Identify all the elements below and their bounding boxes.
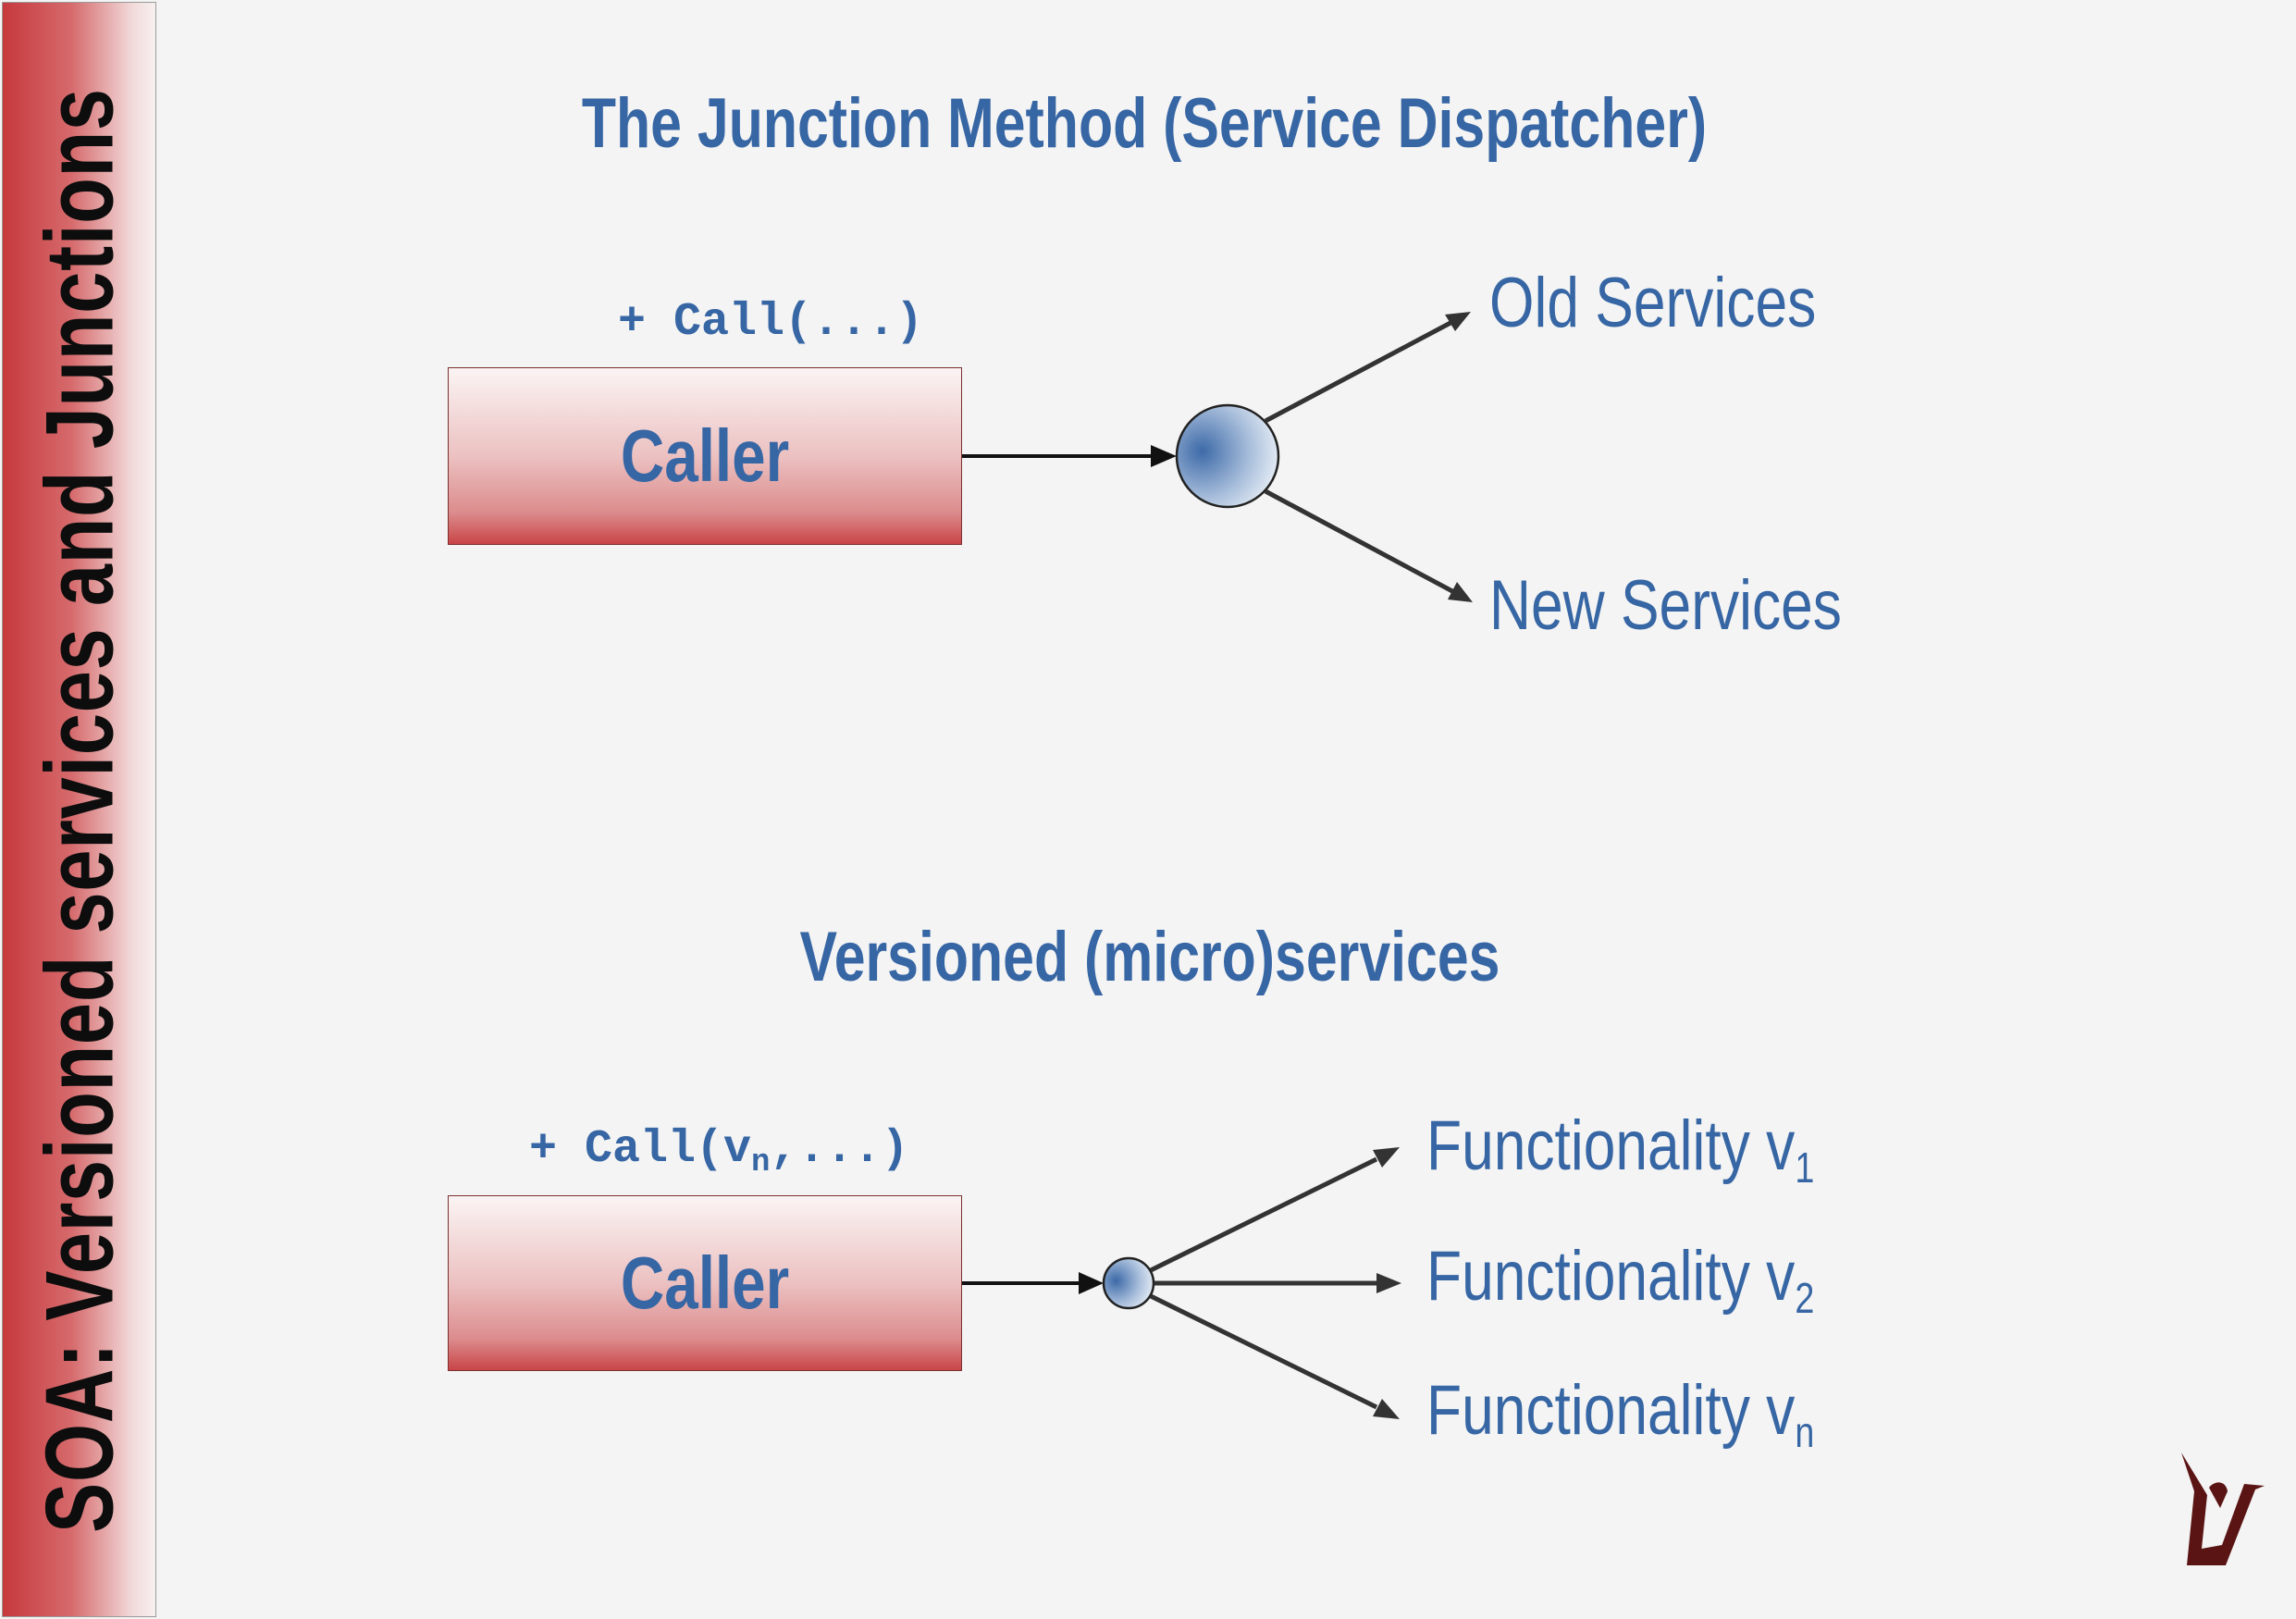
junction-to-old-line [1264,320,1452,424]
junction-caller-label: Caller [620,414,790,497]
versioned-caller-box: Caller [448,1195,962,1371]
junction-caller-box: Caller [448,367,962,545]
sidebar: SOA: Versioned services and Junctions [2,2,156,1617]
target-functionality-vn-sub: n [1795,1408,1815,1456]
junction-to-new-arrowhead [1448,582,1473,602]
junction-to-old-arrowhead [1445,312,1471,331]
brand-logo-icon [2181,1452,2265,1565]
junction-section-heading: The Junction Method (Service Dispatcher) [581,84,1708,163]
junction-method-signature: + Call(...) [618,296,924,349]
version-node-to-v1-arrowhead [1373,1147,1400,1168]
caller-to-junction-arrowhead [1151,445,1177,467]
target-new-services: New Services [1489,566,1842,645]
version-node [1102,1256,1155,1310]
target-functionality-vn: Functionality vn [1426,1370,1814,1457]
target-functionality-v1: Functionality v1 [1426,1106,1814,1193]
target-functionality-vn-text: Functionality v [1426,1371,1796,1450]
version-node-to-vn-arrowhead [1373,1399,1400,1419]
version-node-to-vn-line [1149,1293,1378,1410]
caller-to-version-node-arrowhead [1079,1272,1104,1294]
version-node-to-v1-line [1149,1156,1378,1273]
version-node-to-v2-arrowhead [1376,1273,1401,1293]
versioned-caller-label: Caller [620,1242,790,1324]
versioned-method-signature: + Call(vn,...) [529,1123,908,1180]
versioned-method-subscript: n [751,1145,771,1180]
target-functionality-v2-text: Functionality v [1426,1237,1796,1316]
versioned-method-prefix: + Call(v [529,1123,752,1176]
target-functionality-v2: Functionality v2 [1426,1236,1814,1323]
junction-node [1175,403,1280,509]
target-old-services: Old Services [1489,264,1817,342]
target-functionality-v2-sub: 2 [1795,1274,1815,1322]
target-functionality-v1-text: Functionality v [1426,1106,1796,1185]
target-functionality-v1-sub: 1 [1795,1143,1815,1192]
versioned-method-suffix: ,...) [770,1123,909,1176]
junction-to-new-line [1264,488,1454,594]
versioned-section-heading: Versioned (micro)services [799,918,1500,996]
